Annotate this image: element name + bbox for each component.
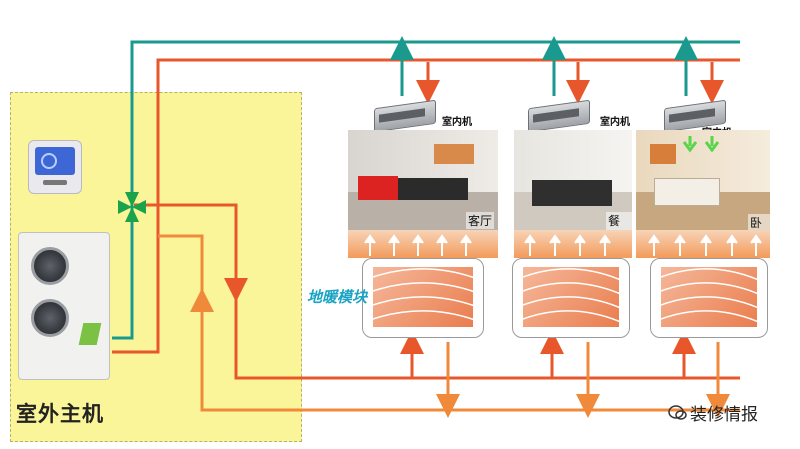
floor-coil-3 (650, 258, 768, 338)
floor-coil-2 (512, 258, 630, 338)
watermark-text: 装修情报 (690, 400, 758, 425)
floor-heating-module-label: 地暖模块 (307, 286, 367, 307)
wechat-icon (668, 404, 688, 422)
floor-coil-1 (362, 258, 484, 338)
